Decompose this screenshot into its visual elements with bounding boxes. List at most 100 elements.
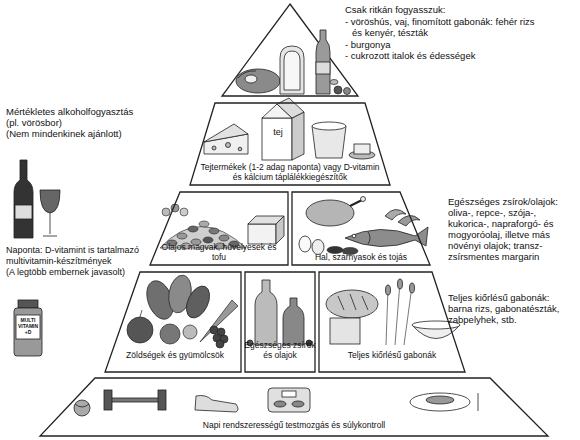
vegetables xyxy=(183,325,197,339)
vegetables xyxy=(127,317,153,343)
shrimp xyxy=(385,209,420,226)
grains xyxy=(326,290,378,318)
shrimp xyxy=(398,215,420,226)
plate xyxy=(410,393,478,411)
note-text: Teljes kiőrlésű gabonák: xyxy=(448,292,578,303)
tier-label-block: Hal, szárnyasok és tojás xyxy=(296,252,426,262)
wine-glass xyxy=(40,190,60,213)
bathroom-scale xyxy=(274,401,286,407)
dumbbells xyxy=(110,398,160,402)
dumbbells xyxy=(104,390,112,410)
cheese xyxy=(238,147,242,151)
bathroom-scale xyxy=(282,391,296,397)
vegetables xyxy=(160,324,180,344)
tier-label: Teljes kiőrlésű gabonák xyxy=(319,350,465,360)
fats-note: Egészséges zsírok/olajok:oliva-, repce-,… xyxy=(448,196,578,262)
white-bread xyxy=(280,46,304,94)
vegetables xyxy=(140,310,142,317)
tofu xyxy=(248,216,284,244)
roast-chicken xyxy=(306,197,366,227)
vegetables xyxy=(127,273,238,348)
nut-pile xyxy=(188,226,198,232)
vitamin-bottle xyxy=(16,315,40,339)
pyramid-tier: Hal, szárnyasok és tojás xyxy=(292,192,430,265)
pyramid-tier: Olajos magvak, hüvelyesek és tofu xyxy=(150,192,288,265)
candies xyxy=(334,86,342,94)
candies xyxy=(344,88,351,95)
tofu xyxy=(248,224,276,244)
vitamin-bottle xyxy=(14,308,42,356)
tofu xyxy=(276,216,284,244)
sneakers xyxy=(195,396,238,413)
tier-label: Olajos magvak, hüvelyesek és tofu xyxy=(154,242,284,262)
vegetables xyxy=(182,282,214,321)
note-text: - cukrozott italok és édességek xyxy=(345,50,542,62)
bathroom-scale xyxy=(268,388,310,412)
grains xyxy=(326,279,460,345)
tier-label-block: Tejtermékek (1-2 adag naponta) vagy D-vi… xyxy=(195,162,385,182)
roast-chicken xyxy=(306,200,354,226)
vitamin-bottle xyxy=(14,300,42,356)
grains xyxy=(338,294,368,310)
tier-outline xyxy=(292,192,430,265)
milk-carton xyxy=(277,98,304,118)
rarely-eat-note: Csak ritkán fogyasszuk:- vöröshús, vaj, … xyxy=(345,4,577,62)
sneakers xyxy=(195,396,238,413)
top-tier-outline xyxy=(222,4,358,96)
dumbbells xyxy=(104,390,166,410)
note-text: Csak ritkán fogyasszuk: xyxy=(345,4,577,16)
nut-pile xyxy=(180,208,188,216)
vegetables xyxy=(216,340,224,348)
pyramid-tier: Napi rendszerességű testmozgás és súlyko… xyxy=(40,378,548,436)
oil-bottles xyxy=(247,280,312,346)
vegetables xyxy=(200,300,238,342)
candies xyxy=(330,80,338,85)
note-text: - vöröshús, vaj, finomított gabonák: feh… xyxy=(345,16,542,39)
alcohol-note: Mértékletes alkoholfogyasztás(pl. vörösb… xyxy=(6,106,156,139)
tennis-ball xyxy=(74,400,90,416)
top-tier-outline xyxy=(222,4,358,96)
fish xyxy=(352,234,356,238)
tier-label: Egészséges zsírok és olajok xyxy=(241,340,319,360)
wine-bottle xyxy=(15,205,32,219)
carton-label: tej xyxy=(266,127,290,137)
red-meat xyxy=(238,71,256,78)
grains xyxy=(386,285,391,295)
yogurt-cup xyxy=(312,122,346,130)
roast-chicken xyxy=(361,197,366,202)
tier-label-block: Napi rendszerességű testmozgás és súlyko… xyxy=(144,420,444,430)
pyramid-tier: Teljes kiőrlésű gabonák xyxy=(319,272,465,372)
note-text: Mértékletes alkoholfogyasztás xyxy=(6,106,156,117)
tennis-ball xyxy=(75,404,89,407)
tier-label: Tejtermékek (1-2 adag naponta) vagy D-vi… xyxy=(195,162,385,182)
tier-label-block: Olajos magvak, hüvelyesek és tofu xyxy=(154,242,284,262)
wine-glass xyxy=(43,213,57,236)
note-text: Egészséges zsírok/olajok: xyxy=(448,196,578,207)
butter-dish xyxy=(349,144,375,159)
soda-bottle xyxy=(316,30,330,94)
fish xyxy=(368,232,370,244)
candies xyxy=(330,80,351,95)
note-text: barna rizs, gabonatészták, zabpelyhek, s… xyxy=(448,303,578,325)
nut-pile xyxy=(162,208,170,216)
nut-pile xyxy=(177,233,187,239)
pyramid-tier: Tejtermékek (1-2 adag naponta) vagy D-vi… xyxy=(190,103,390,185)
eggs xyxy=(299,236,311,252)
note-text: tej xyxy=(266,127,290,137)
plate xyxy=(410,393,470,411)
tier-label: Hal, szárnyasok és tojás xyxy=(296,252,426,262)
tier-label: Napi rendszerességű testmozgás és súlyko… xyxy=(144,420,444,430)
wine-bottle xyxy=(14,160,33,238)
tier-outline xyxy=(105,272,241,372)
cheese xyxy=(226,143,231,148)
bathroom-scale xyxy=(292,401,304,407)
oil-bottles xyxy=(255,280,277,345)
tennis-ball xyxy=(74,400,90,416)
plate xyxy=(478,393,479,411)
tier-label-block: Teljes kiőrlésű gabonák xyxy=(319,350,465,360)
grains xyxy=(410,283,415,293)
tier-outline xyxy=(190,103,390,185)
note-text: - burgonya xyxy=(345,39,542,51)
plate xyxy=(426,396,454,404)
pyramid-tier: Zöldségek és gyümölcsök xyxy=(105,272,241,372)
